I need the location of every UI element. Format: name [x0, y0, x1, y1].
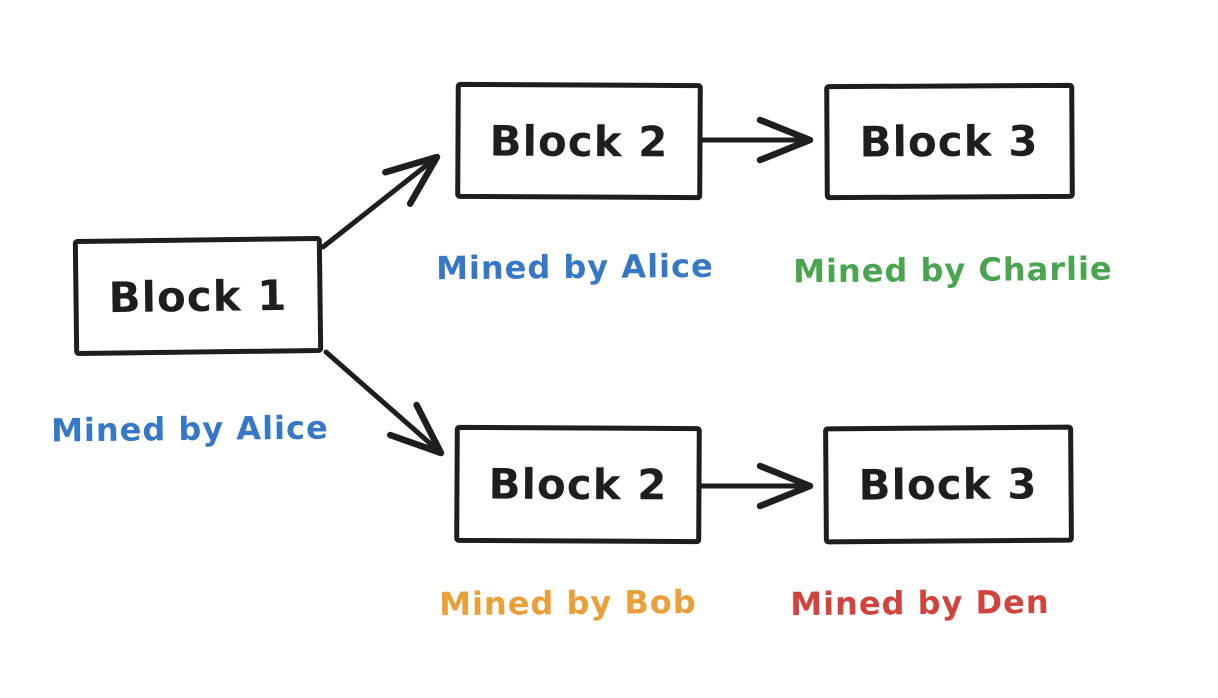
- block-label: Block 3: [859, 117, 1038, 167]
- block-box[interactable]: [455, 81, 703, 201]
- arrow-block1-to-block2-top[interactable]: [320, 153, 441, 250]
- node-block-1[interactable]: Block 1: [72, 236, 324, 356]
- caption-mined-by-alice-block1[interactable]: Mined by Alice: [51, 409, 329, 450]
- block-box[interactable]: [824, 82, 1075, 201]
- node-block-2-top[interactable]: Block 2: [455, 81, 703, 201]
- block-box[interactable]: [72, 236, 324, 356]
- block-box[interactable]: [454, 424, 702, 545]
- arrow-block1-to-block2-bottom[interactable]: [323, 349, 445, 457]
- node-block-2-bottom[interactable]: Block 2: [454, 424, 702, 545]
- block-box[interactable]: [823, 424, 1074, 545]
- block-label: Block 1: [108, 271, 288, 322]
- node-block-3-top[interactable]: Block 3: [824, 82, 1075, 201]
- block-label: Block 2: [488, 460, 667, 510]
- block-label: Block 3: [858, 459, 1037, 509]
- caption-mined-by-bob[interactable]: Mined by Bob: [439, 583, 697, 623]
- caption-mined-by-den[interactable]: Mined by Den: [790, 583, 1050, 623]
- caption-mined-by-charlie[interactable]: Mined by Charlie: [793, 250, 1113, 291]
- caption-mined-by-alice-block2-top[interactable]: Mined by Alice: [436, 247, 714, 287]
- node-block-3-bottom[interactable]: Block 3: [823, 424, 1074, 545]
- block-label: Block 2: [489, 117, 668, 167]
